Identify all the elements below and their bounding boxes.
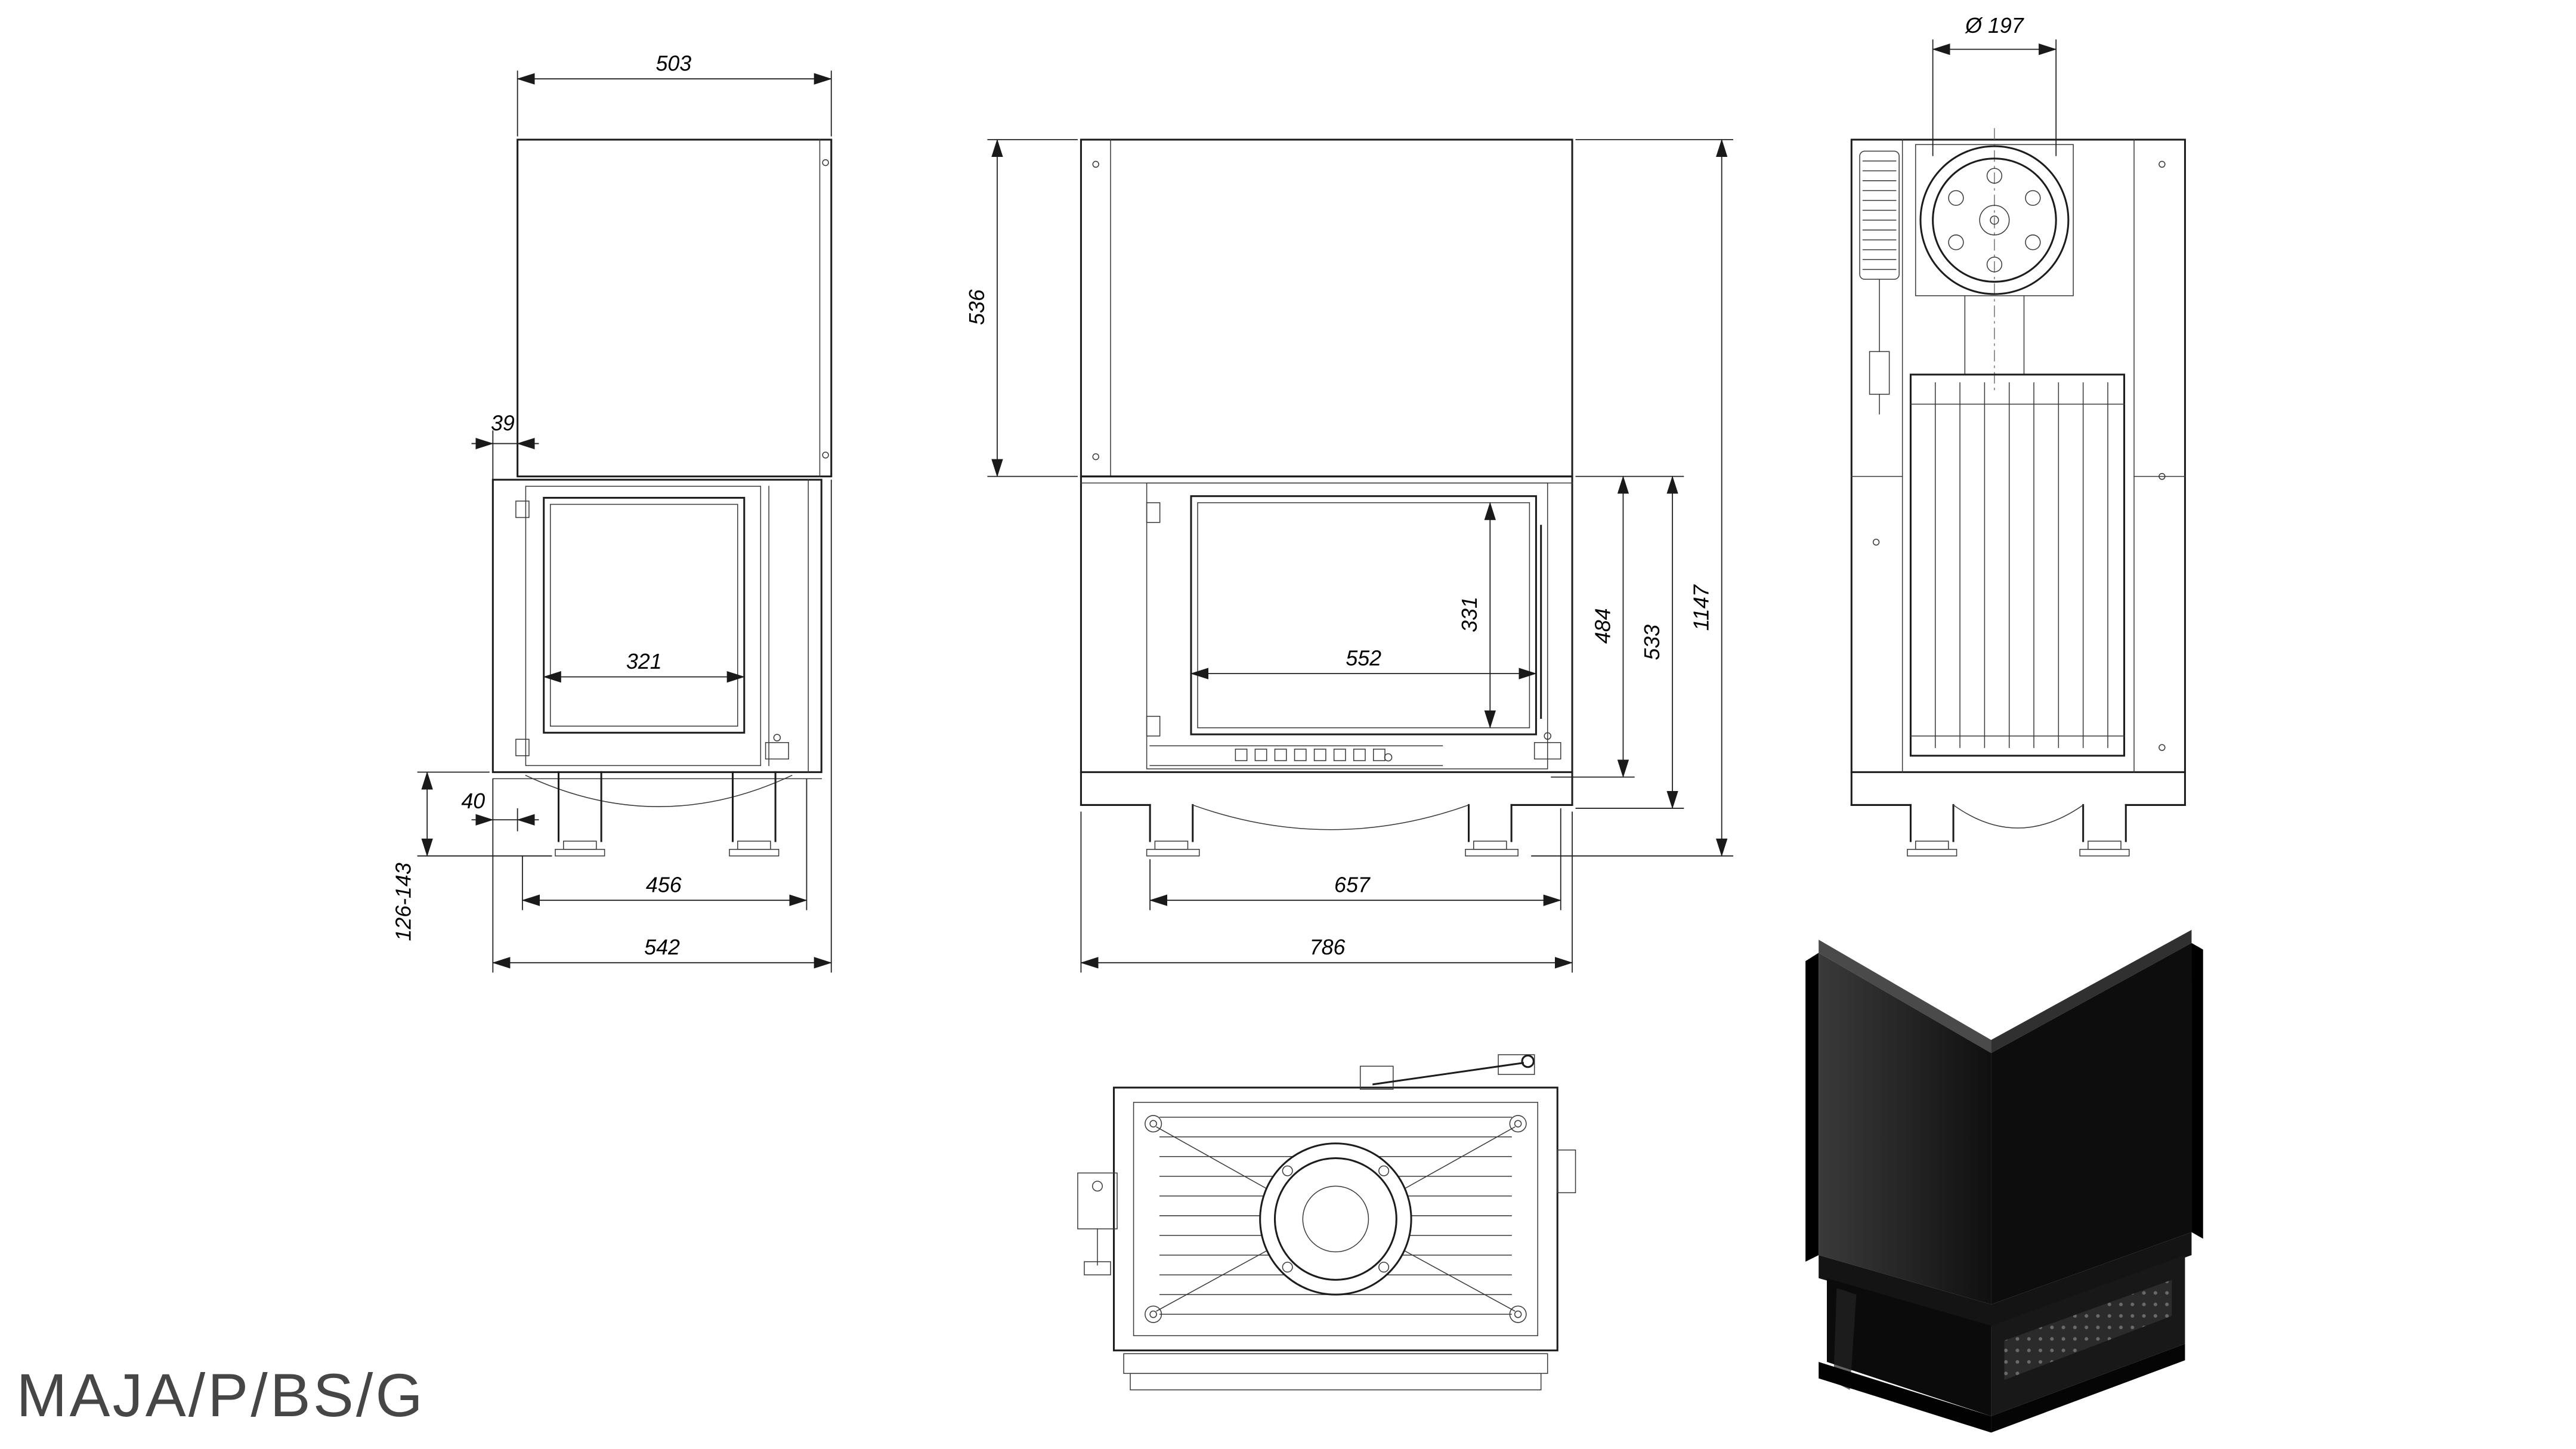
adjustable-foot [1154,841,1189,850]
dim-front-glass-height: 331 [1458,597,1482,632]
side-view-firebox [491,478,822,780]
rear-grille [1859,150,1900,415]
front-frame-strip [1123,1353,1548,1374]
dim-side-total-depth: 542 [644,935,680,959]
dim-side-base-depth: 456 [646,873,682,897]
model-title: MAJA/P/BS/G [17,1361,425,1429]
adjustable-foot [1915,841,1949,850]
dim-front-body-height: 533 [1640,625,1664,660]
dim-front-total-height: 1147 [1690,583,1714,631]
adjustable-foot [1473,841,1507,850]
hinge-bottom [515,739,530,756]
render-panel-left [1819,953,1991,1305]
render-3d [1805,929,2203,1433]
render-glass-reflection [1833,1288,1857,1390]
side-view-hood [517,138,833,478]
side-bracket [1077,1172,1118,1275]
side-view-legs [525,771,793,857]
latch [1533,742,1561,760]
latch [765,742,789,760]
adjustable-foot [2088,841,2122,850]
front-view-hood [1080,138,1573,478]
flue-collar-top [1259,1142,1412,1296]
side-view: 503 39 321 40 126-143 456 [392,51,833,973]
render-panel-right [1991,943,2192,1305]
front-view-firebox [1080,475,1573,773]
adjustable-foot [563,841,597,850]
side-view-dimensions: 503 39 321 40 126-143 456 [392,51,832,973]
hinge-top [1146,502,1161,523]
render-plinth-left [1819,1362,1991,1433]
hinge-bottom [1146,715,1161,737]
dim-front-opening-height: 484 [1591,608,1615,644]
rear-view: Ø 197 [1850,14,2186,857]
flue-assembly [1915,128,2074,394]
front-view: 536 552 331 484 533 1147 657 [965,138,1733,973]
damper-lever [1359,1054,1535,1090]
dim-side-back-offset: 39 [491,412,515,435]
dim-side-base-offset: 40 [461,789,485,813]
dim-front-hood-height: 536 [965,289,989,325]
dim-side-glass-width: 321 [626,650,662,673]
render-top-edge-right [1991,929,2192,1053]
render-right-edge [2191,943,2203,1239]
rear-view-legs [1850,771,2186,857]
front-view-legs [1080,771,1573,857]
front-glass [1190,495,1537,736]
side-glass [543,496,746,734]
render-plinth-right [1991,1343,2185,1433]
render-top-edge-left [1819,940,1991,1053]
render-glass-left [1826,1278,1991,1416]
dim-flue-diameter: Ø 197 [1965,14,2025,38]
render-grate-holes [2004,1280,2172,1380]
adjustable-foot [737,841,771,850]
dim-front-glass-width: 552 [1346,646,1381,670]
rear-view-dimensions: Ø 197 [1932,14,2057,156]
flue-opening [1932,157,2057,283]
render-left-edge [1805,953,1819,1262]
right-tab [1557,1150,1576,1194]
dim-side-leg-height-range: 126-143 [392,863,416,941]
dim-front-total-width: 786 [1310,935,1346,959]
front-view-dimensions: 536 552 331 484 533 1147 657 [965,138,1733,973]
top-view [1077,1054,1576,1391]
dim-front-base-width: 657 [1334,873,1371,897]
heat-exchanger [1909,373,2126,757]
hinge-top [515,500,530,518]
dim-side-top-depth: 503 [655,51,691,75]
